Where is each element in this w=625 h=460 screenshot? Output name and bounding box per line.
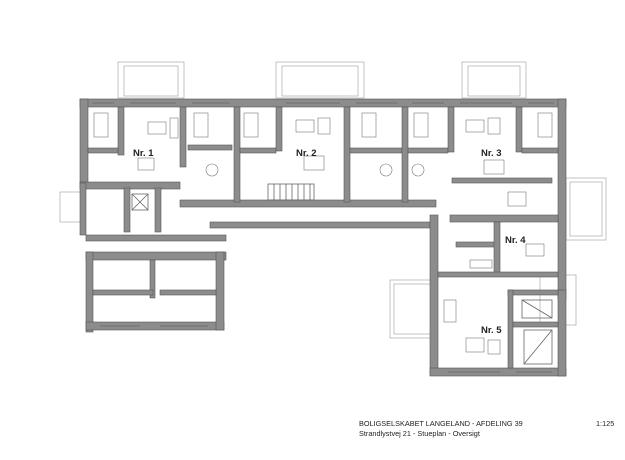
interior-walls: [87, 106, 559, 369]
unit-label-nr3: Nr. 3: [481, 148, 502, 159]
unit-label-nr5: Nr. 5: [481, 325, 502, 336]
unit-label-nr4: Nr. 4: [505, 235, 526, 246]
stairs: [131, 183, 553, 365]
unit-label-nr1: Nr. 1: [133, 148, 154, 159]
unit-label-nr2: Nr. 2: [296, 148, 317, 159]
title-line-2: Strandlystvej 21 - Stueplan - Oversigt: [359, 428, 480, 438]
title-block: BOLIGSELSKABET LANGELAND - AFDELING 39 S…: [359, 419, 523, 438]
title-line-1: BOLIGSELSKABET LANGELAND - AFDELING 39: [359, 419, 523, 428]
drawing-scale: 1:125: [596, 419, 615, 428]
windows: [92, 102, 554, 373]
furniture: [93, 112, 553, 355]
